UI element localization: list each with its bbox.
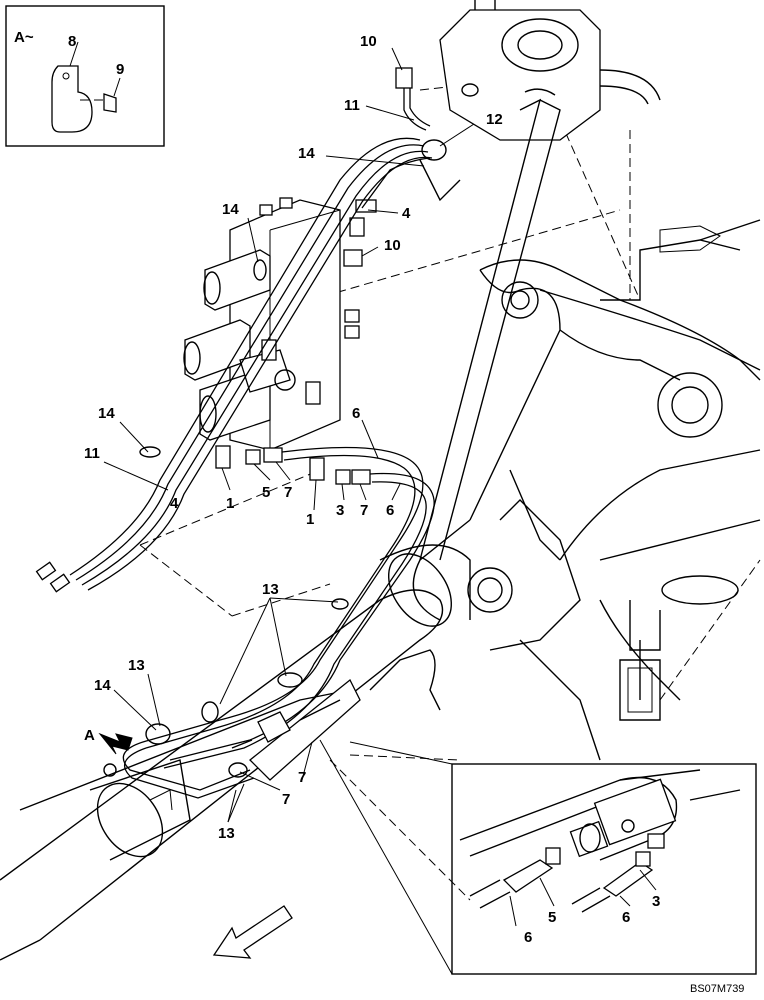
boom-cylinder	[0, 544, 471, 961]
callout-3-mid: 3	[336, 502, 344, 519]
callout-4-left: 4	[170, 495, 179, 512]
fittings	[215, 67, 413, 485]
callout-7-right: 7	[360, 502, 368, 519]
callout-14-valve: 14	[222, 201, 239, 218]
callout-3-inset: 3	[652, 893, 660, 910]
clamp-14-low	[145, 723, 171, 745]
view-arrow-a: A	[84, 727, 133, 755]
fitting-3	[335, 469, 351, 485]
fitting-4a	[349, 217, 365, 237]
control-valve	[183, 197, 360, 451]
callout-10-mid: 10	[384, 237, 401, 254]
view-arrow-label: A	[84, 727, 95, 744]
detail-inset-br	[319, 739, 757, 975]
callout-12: 12	[486, 111, 503, 128]
callout-13-top: 13	[262, 581, 279, 598]
fitting-7b	[351, 469, 371, 485]
detail-a-label-8: 8	[68, 33, 76, 50]
fitting-5	[245, 449, 261, 465]
callout-6-top: 6	[352, 405, 360, 422]
fitting-10a	[395, 67, 413, 89]
fitting-1-left	[215, 445, 231, 469]
callout-13-left: 13	[128, 657, 145, 674]
clamp-12	[421, 139, 447, 161]
clamp-13-top	[331, 598, 349, 610]
clamp-13-low	[228, 762, 248, 778]
front-direction-arrow	[212, 905, 293, 959]
callouts: 10 11 12 14 14 4 10 6 14 11 4 1 5 7 1 3 …	[84, 33, 660, 946]
drawing-code: BS07M739	[690, 983, 744, 995]
bolt-part	[103, 93, 117, 113]
leader-lines	[103, 47, 657, 927]
callout-13-low: 13	[218, 825, 235, 842]
fitting-7a	[263, 447, 283, 463]
clamp-13-left	[201, 701, 219, 723]
callout-1-right: 1	[306, 511, 314, 528]
callout-11-top: 11	[344, 97, 360, 114]
fitting-1-right-top	[305, 381, 321, 405]
callout-10-top: 10	[360, 33, 377, 50]
callout-7-mid: 7	[284, 484, 292, 501]
callout-14-low: 14	[94, 677, 111, 694]
fitting-10b	[343, 249, 363, 267]
callout-5-inset: 5	[548, 909, 556, 926]
clamp-part	[51, 65, 93, 133]
callout-11-left: 11	[84, 445, 100, 462]
clamp-14-top	[253, 259, 267, 281]
view-arrow-icon	[98, 732, 133, 755]
callout-7-low-b: 7	[298, 769, 306, 786]
detail-a-inset: A~ 8 9	[5, 5, 165, 147]
callout-6-inset-right: 6	[622, 909, 630, 926]
callout-4-top: 4	[402, 205, 411, 222]
fitting-1-right	[309, 457, 325, 481]
machine-frame	[139, 0, 761, 901]
pump-block	[439, 9, 601, 141]
callout-6-right: 6	[386, 502, 394, 519]
clamp-13-mid	[277, 672, 303, 688]
clamps	[139, 139, 461, 778]
callout-7-low-a: 7	[282, 791, 290, 808]
clamp-14-mid	[139, 446, 161, 458]
detail-a-title: A~	[14, 29, 34, 46]
callout-14-top: 14	[298, 145, 315, 162]
callout-5-mid: 5	[262, 484, 270, 501]
detail-a-frame	[5, 5, 165, 147]
detail-inset-frame	[451, 763, 757, 975]
callout-6-inset-left: 6	[524, 929, 532, 946]
callout-1-left: 1	[226, 495, 234, 512]
direction-arrow-icon	[212, 905, 293, 959]
callout-14-left: 14	[98, 405, 115, 422]
detail-a-label-9: 9	[116, 61, 124, 78]
